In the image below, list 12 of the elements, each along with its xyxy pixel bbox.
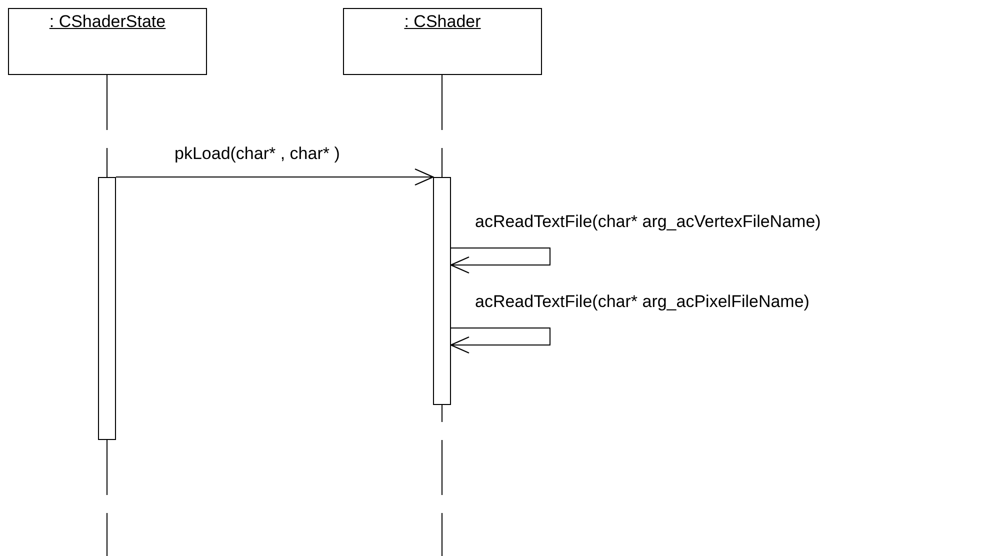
object-name: : CShader xyxy=(403,12,482,32)
self-message-arrow xyxy=(450,248,550,274)
message-label: acReadTextFile(char* arg_acPixelFileName) xyxy=(475,292,810,312)
message-arrow xyxy=(116,168,434,186)
message-label: acReadTextFile(char* arg_acVertexFileName) xyxy=(475,212,821,232)
activation-bar xyxy=(433,177,451,405)
self-message-arrow xyxy=(450,328,550,354)
message-label: pkLoad(char* , char* ) xyxy=(174,144,340,164)
activation-bar xyxy=(98,177,116,440)
object-box xyxy=(8,8,207,75)
object-name: : CShaderState xyxy=(48,12,167,32)
object-box xyxy=(343,8,542,75)
